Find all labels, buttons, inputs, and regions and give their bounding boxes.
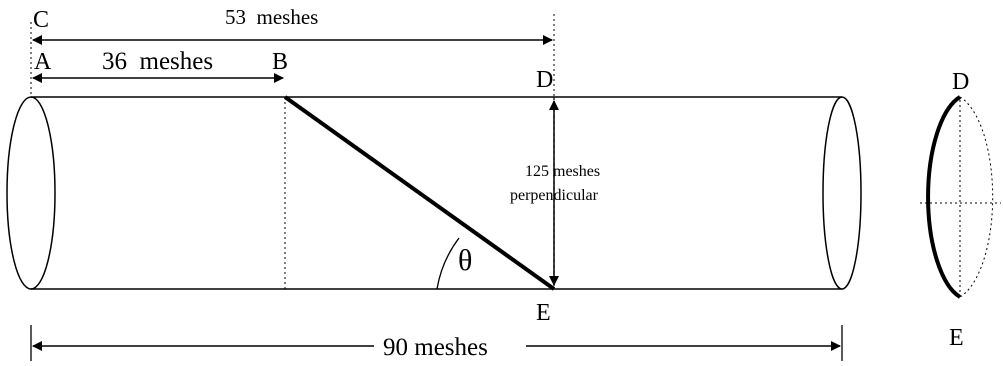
dimension-a-b-label: 36 meshes bbox=[102, 48, 213, 75]
label-d-end: D bbox=[952, 69, 969, 95]
dimension-c-d-label: 53 meshes bbox=[225, 5, 318, 29]
cylinder-left-end bbox=[6, 96, 56, 290]
dimension-d-e-label-line2: perpendicular bbox=[510, 187, 599, 204]
end-view-solid-arc bbox=[926, 95, 962, 299]
end-view-dotted-arc bbox=[959, 96, 994, 298]
diagonal-b-e bbox=[283, 95, 556, 291]
label-a: A bbox=[34, 49, 52, 75]
label-d-main: D bbox=[536, 67, 553, 93]
label-theta: θ bbox=[458, 244, 472, 277]
label-b: B bbox=[272, 49, 288, 75]
cylinder-right-end bbox=[822, 96, 862, 290]
angle-arc bbox=[436, 237, 460, 290]
label-e-end: E bbox=[949, 325, 964, 351]
dimension-total-label: 90 meshes bbox=[383, 334, 488, 361]
dimension-d-e-label-line1: 125 meshes bbox=[525, 163, 600, 180]
label-e-main: E bbox=[536, 300, 551, 326]
label-c: C bbox=[33, 7, 49, 33]
